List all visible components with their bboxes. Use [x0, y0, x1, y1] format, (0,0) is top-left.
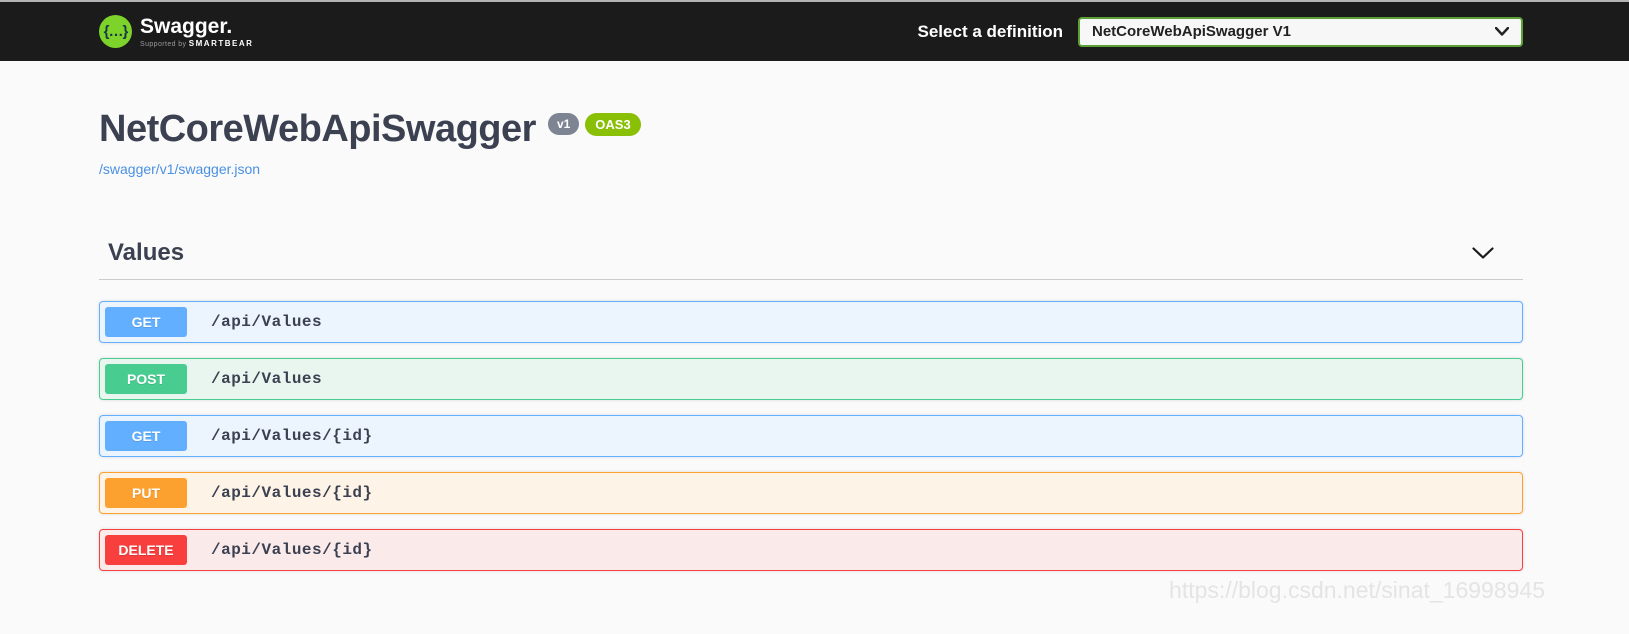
values-section: Values GET /api/Values POST /api/Values …: [99, 239, 1523, 571]
tagline-brand: SMARTBEAR: [188, 38, 254, 48]
select-definition-label: Select a definition: [917, 21, 1063, 41]
operation-row[interactable]: GET /api/Values: [99, 301, 1523, 343]
operation-path: /api/Values/{id}: [211, 427, 373, 445]
window-top-edge: [0, 0, 1629, 2]
operation-path: /api/Values: [211, 313, 323, 331]
definition-select-value: NetCoreWebApiSwagger V1: [1092, 23, 1291, 40]
method-badge: PUT: [105, 478, 187, 508]
tagline-prefix: Supported by: [140, 40, 189, 48]
watermark-text: https://blog.csdn.net/sinat_16998945: [1169, 577, 1545, 603]
swagger-brand-text: Swagger.: [140, 14, 233, 38]
section-chevron-down-icon[interactable]: [1472, 247, 1494, 259]
main-content: NetCoreWebApiSwagger v1 OAS3 /swagger/v1…: [99, 61, 1523, 571]
version-badge: v1: [547, 113, 580, 135]
values-section-header[interactable]: Values: [99, 239, 1523, 280]
operation-row[interactable]: PUT /api/Values/{id}: [99, 472, 1523, 514]
operations-list: GET /api/Values POST /api/Values GET /ap…: [99, 280, 1523, 571]
swagger-logo[interactable]: {…} Swagger. Supported by SMARTBEAR: [99, 15, 253, 48]
api-info: NetCoreWebApiSwagger v1 OAS3 /swagger/v1…: [99, 61, 1523, 179]
page-title: NetCoreWebApiSwagger: [99, 108, 536, 150]
smartbear-tagline: Supported by SMARTBEAR: [140, 39, 253, 48]
topbar: {…} Swagger. Supported by SMARTBEAR Sele…: [0, 2, 1629, 61]
method-badge: DELETE: [105, 535, 187, 565]
operation-path: /api/Values: [211, 370, 323, 388]
spec-json-link[interactable]: /swagger/v1/swagger.json: [99, 161, 261, 177]
method-badge: GET: [105, 421, 187, 451]
method-badge: GET: [105, 307, 187, 337]
operation-row[interactable]: GET /api/Values/{id}: [99, 415, 1523, 457]
operation-path: /api/Values/{id}: [211, 484, 373, 502]
swagger-logo-icon: {…}: [99, 15, 132, 48]
operation-path: /api/Values/{id}: [211, 541, 373, 559]
definition-select[interactable]: NetCoreWebApiSwagger V1: [1078, 16, 1523, 47]
operation-row[interactable]: DELETE /api/Values/{id}: [99, 529, 1523, 571]
chevron-down-icon: [1495, 27, 1509, 36]
oas3-badge: OAS3: [585, 113, 641, 136]
method-badge: POST: [105, 364, 187, 394]
operation-row[interactable]: POST /api/Values: [99, 358, 1523, 400]
section-title: Values: [108, 239, 185, 266]
